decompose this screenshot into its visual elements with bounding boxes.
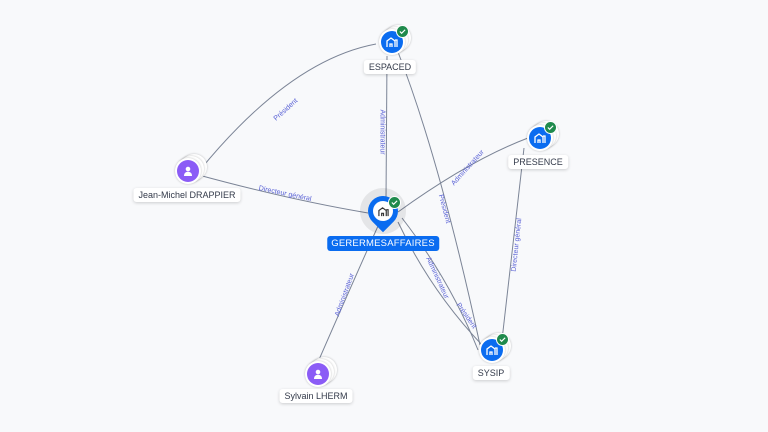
edge-label: Administrateur — [334, 272, 356, 317]
node-label-sylvain[interactable]: Sylvain LHERM — [279, 389, 353, 403]
edge-label: Directeur général — [511, 217, 524, 272]
building-icon — [373, 201, 393, 221]
verified-check-icon — [496, 333, 509, 346]
edge-label: Directeur général — [258, 185, 312, 203]
edge-label: Président — [437, 194, 451, 224]
person-icon — [177, 160, 199, 182]
verified-check-icon — [396, 25, 409, 38]
edge-label: Administrateur — [424, 256, 450, 300]
node-label-sysip[interactable]: SYSIP — [472, 366, 510, 380]
node-espaced[interactable] — [379, 25, 411, 55]
node-sysip[interactable] — [479, 333, 511, 363]
verified-check-icon — [388, 196, 401, 209]
edge-label: Président — [273, 97, 300, 122]
node-label-jean[interactable]: Jean-Michel DRAPPIER — [133, 188, 241, 202]
node-jean-michel-drappier[interactable] — [175, 154, 207, 184]
node-presence[interactable] — [527, 121, 559, 151]
node-label-gerermesaffaires[interactable]: GERERMESAFFAIRES — [327, 236, 439, 251]
node-label-espaced[interactable]: ESPACED — [363, 60, 417, 74]
node-sylvain-lherm[interactable] — [305, 357, 337, 387]
edge-label: Administrateur — [379, 109, 386, 155]
edge-label: Administrateur — [450, 148, 486, 187]
node-label-presence[interactable]: PRESENCE — [508, 155, 568, 169]
verified-check-icon — [544, 121, 557, 134]
person-icon — [307, 363, 329, 385]
